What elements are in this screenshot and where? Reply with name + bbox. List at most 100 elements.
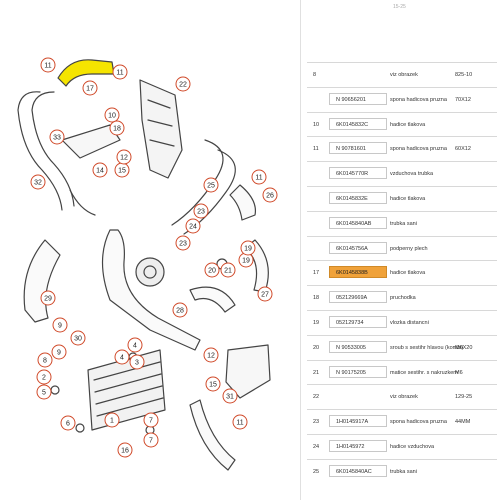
callout-26[interactable]: 26 <box>262 187 278 203</box>
callout-20[interactable]: 20 <box>204 262 220 278</box>
callout-9[interactable]: 9 <box>51 344 67 360</box>
callout-15[interactable]: 15 <box>114 162 130 178</box>
part-number-field[interactable]: 052129734 <box>329 316 387 328</box>
row-position: 21 <box>313 369 320 376</box>
callout-label: 23 <box>197 209 205 216</box>
callout-10[interactable]: 10 <box>104 107 120 123</box>
callout-28[interactable]: 28 <box>172 302 188 318</box>
callout-1[interactable]: 1 <box>104 412 120 428</box>
callout-label: 11 <box>116 70 123 77</box>
part-number-field[interactable]: 6K0145840AC <box>329 464 387 477</box>
callout-7[interactable]: 7 <box>143 432 159 448</box>
callout-label: 9 <box>57 350 61 357</box>
callout-30[interactable]: 30 <box>70 330 86 346</box>
callout-4[interactable]: 4 <box>127 337 143 353</box>
row-description: sroub s sestihr hlavou (kombi) <box>390 344 464 351</box>
callout-32[interactable]: 32 <box>30 174 46 190</box>
callout-label: 7 <box>149 438 153 445</box>
callout-12[interactable]: 12 <box>116 149 132 165</box>
row-remark: M6 <box>455 369 463 376</box>
part-number-field[interactable]: 6K0145832C <box>329 117 387 130</box>
part-number-field[interactable]: 1H0145917A <box>329 415 387 428</box>
callout-22[interactable]: 22 <box>175 76 191 92</box>
part-number-field[interactable]: 6K0145770R <box>329 167 387 180</box>
callout-31[interactable]: 31 <box>222 388 238 404</box>
row-description: hadice vzduchova <box>390 444 435 450</box>
part-number-field[interactable]: 6K0145838B <box>329 266 387 279</box>
callout-9[interactable]: 9 <box>52 317 68 333</box>
callout-label: 3 <box>135 360 139 367</box>
callout-2[interactable]: 2 <box>36 369 52 385</box>
part-number-field[interactable]: N 90533005 <box>329 340 387 353</box>
callout-23[interactable]: 23 <box>175 235 191 251</box>
callout-11[interactable]: 11 <box>232 414 248 430</box>
part-number-field[interactable]: N 90781601 <box>329 142 387 155</box>
callout-25[interactable]: 25 <box>203 177 219 193</box>
callout-15[interactable]: 15 <box>205 376 221 392</box>
callout-33[interactable]: 33 <box>49 129 65 145</box>
callout-11[interactable]: 11 <box>40 57 56 73</box>
callout-21[interactable]: 21 <box>220 262 236 278</box>
pipe-14 <box>61 124 121 159</box>
callout-6[interactable]: 6 <box>60 415 76 431</box>
callout-14[interactable]: 14 <box>92 162 108 178</box>
callout-11[interactable]: 11 <box>112 64 128 80</box>
row-position: 20 <box>313 344 320 351</box>
callout-5[interactable]: 5 <box>36 384 52 400</box>
callout-18[interactable]: 18 <box>109 120 125 136</box>
part-number-field[interactable]: 1H0145972 <box>329 440 387 452</box>
callout-24[interactable]: 24 <box>185 218 201 234</box>
row-description: matice sestihr. s nakruzkem <box>390 369 458 376</box>
callout-29[interactable]: 29 <box>40 290 56 306</box>
part-number-field[interactable]: 6K0145832E <box>329 192 387 204</box>
callout-label: 1 <box>110 418 114 425</box>
row-description: vlozka distancni <box>390 320 429 326</box>
row-remark: 60X12 <box>455 146 471 153</box>
part-number-field[interactable]: 6K0145756A <box>329 241 387 254</box>
callout-label: 9 <box>58 323 62 330</box>
part-number-field[interactable]: N 90656201 <box>329 92 387 105</box>
callout-label: 30 <box>74 336 82 343</box>
callout-label: 15 <box>209 382 217 389</box>
callout-16[interactable]: 16 <box>117 442 133 458</box>
callout-7[interactable]: 7 <box>143 412 159 428</box>
callout-label: 7 <box>149 418 153 425</box>
callout-11[interactable]: 11 <box>251 169 267 185</box>
callout-label: 5 <box>42 390 46 397</box>
callout-4[interactable]: 4 <box>114 349 130 365</box>
part-number-field[interactable]: 6K0145840AB <box>329 216 387 229</box>
callout-23[interactable]: 23 <box>193 203 209 219</box>
callout-27[interactable]: 27 <box>257 286 273 302</box>
part-number-field[interactable]: 052129669A <box>329 291 387 304</box>
callout-17[interactable]: 17 <box>82 80 98 96</box>
callout-3[interactable]: 3 <box>129 354 145 370</box>
part-number-field[interactable]: N 90175205 <box>329 365 387 378</box>
divider <box>300 0 301 500</box>
callout-label: 17 <box>86 86 94 93</box>
callout-19[interactable]: 19 <box>240 240 256 256</box>
callout-8[interactable]: 8 <box>37 352 53 368</box>
hose-26 <box>229 184 257 221</box>
callout-label: 4 <box>120 355 124 362</box>
callout-12[interactable]: 12 <box>203 347 219 363</box>
row-position: 23 <box>313 419 320 426</box>
